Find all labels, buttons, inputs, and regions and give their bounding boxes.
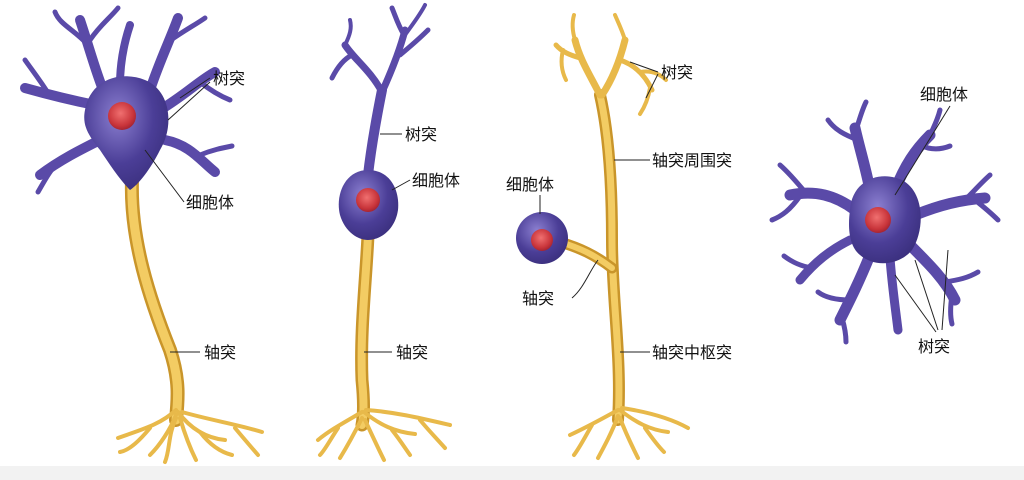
n1-axon-label: 轴突 <box>204 343 236 362</box>
n3-soma-label: 细胞体 <box>506 175 554 194</box>
n2-axon-label: 轴突 <box>396 343 428 362</box>
n3-central-label: 轴突中枢突 <box>652 343 732 362</box>
n4-leader-lines <box>894 105 951 333</box>
n1-soma <box>84 76 169 190</box>
neuron-pseudounipolar: 树突 轴突周围突 细胞体 轴突 轴突中枢突 <box>506 13 732 460</box>
n4-dendrites <box>769 99 1001 345</box>
n1-nucleus <box>108 102 136 130</box>
n3-dendrites <box>553 13 668 116</box>
n2-dendrite-label: 树突 <box>405 125 437 144</box>
n3-axon-label: 轴突 <box>522 289 554 308</box>
n3-dendrite-label: 树突 <box>661 63 693 82</box>
n3-nucleus <box>531 229 553 251</box>
n2-dendrites <box>329 3 431 180</box>
n3-axon-terminals <box>568 406 690 460</box>
neuron-anaxonic: 细胞体 树突 <box>769 85 1001 356</box>
n1-soma-label: 细胞体 <box>186 193 234 212</box>
n1-dendrites <box>20 5 235 195</box>
neuron-bipolar: 树突 细胞体 轴突 <box>316 3 460 462</box>
n1-dendrite-label: 树突 <box>213 69 245 88</box>
n3-peripheral-label: 轴突周围突 <box>652 151 732 170</box>
n2-nucleus <box>356 188 380 212</box>
n3-leader-lines <box>539 61 659 353</box>
n2-leader-lines <box>364 133 411 353</box>
neuron-multipolar: 树突 细胞体 轴突 <box>20 5 264 464</box>
n4-dendrite-label: 树突 <box>918 337 950 356</box>
n1-axon-terminals <box>116 408 264 464</box>
n2-axon-terminals <box>316 408 452 462</box>
n4-soma-label: 细胞体 <box>920 85 968 104</box>
bottom-strip <box>0 466 1024 480</box>
n1-leader-lines <box>144 77 211 353</box>
n4-nucleus <box>865 207 891 233</box>
n2-soma-label: 细胞体 <box>412 171 460 190</box>
